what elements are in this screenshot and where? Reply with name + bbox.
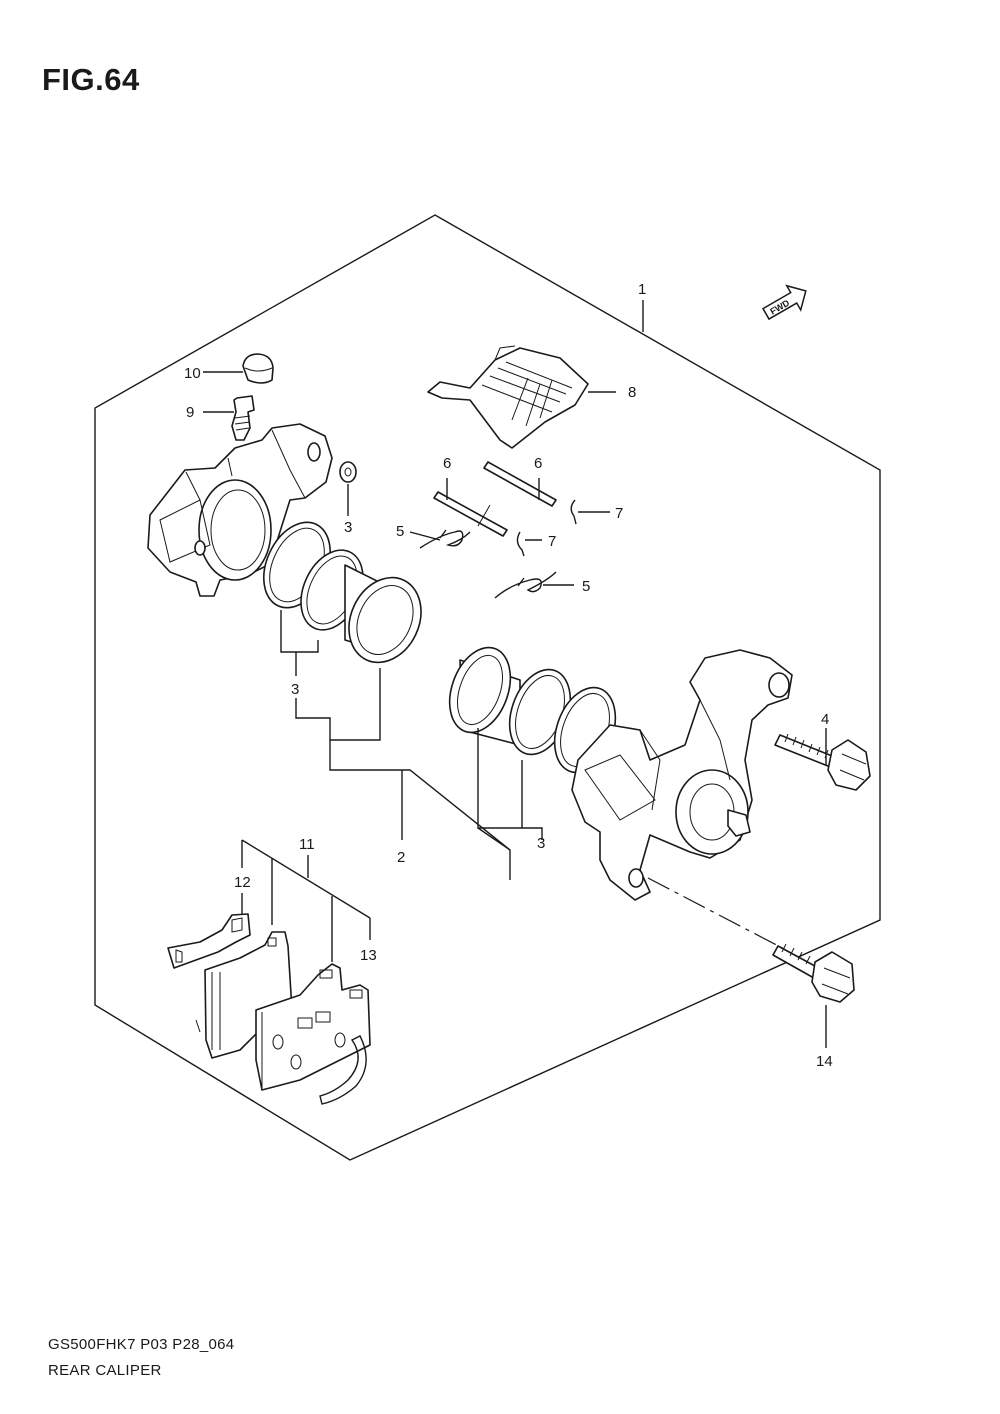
callout-12: 12 [234,874,251,891]
callout-7-left: 7 [548,533,556,550]
callout-13: 13 [360,947,377,964]
mounting-axis-line [647,877,791,953]
figure-title: FIG.64 [42,62,140,97]
callout-10: 10 [184,365,201,382]
part-pad-pin-b [483,461,557,507]
part-piston-right-set [448,646,617,774]
leader-lines [203,300,827,1048]
part-brake-pad-a [204,931,293,1059]
callout-5-lower: 5 [582,578,590,595]
part-caliper-body-right [571,649,793,901]
callout-2: 2 [397,849,405,866]
part-spring-b [494,571,557,599]
part-anti-rattle-spring [319,1035,367,1105]
part-brake-pad-b [255,963,371,1091]
part-bolt-lower [772,943,855,1003]
callout-3-right: 3 [537,835,545,852]
assembly-frame [94,214,881,1161]
part-bleeder-cap [242,353,274,384]
diagram-name: REAR CALIPER [48,1362,162,1379]
callout-5-upper: 5 [396,523,404,540]
part-spring-a [419,529,471,549]
part-clip-a [570,499,577,525]
part-bolt-upper [774,733,871,791]
diagram-code: GS500FHK7 P03 P28_064 [48,1336,235,1353]
callout-6-left: 6 [443,455,451,472]
part-pad-spring [427,345,589,449]
fwd-arrow-icon: FWD [761,284,807,321]
callout-3-washer: 3 [344,519,352,536]
part-pad-pin-a [433,491,508,537]
part-caliper-body-left [147,423,333,597]
callout-6-right: 6 [534,455,542,472]
part-washer [339,461,357,483]
callout-4: 4 [821,711,829,728]
callout-numbers: 1 2 3 3 3 4 5 5 6 6 7 7 8 9 10 11 12 13 … [184,281,833,1070]
callout-14: 14 [816,1053,833,1070]
callout-8: 8 [628,384,636,401]
callout-9: 9 [186,404,194,421]
part-clip-b [516,531,525,557]
callout-11: 11 [299,836,315,853]
part-piston-left-set [263,521,422,664]
callout-1: 1 [638,281,646,298]
part-bleeder-valve [231,395,255,441]
callout-3-left: 3 [291,681,299,698]
part-pad-shim [167,913,251,969]
callout-7-right: 7 [615,505,623,522]
